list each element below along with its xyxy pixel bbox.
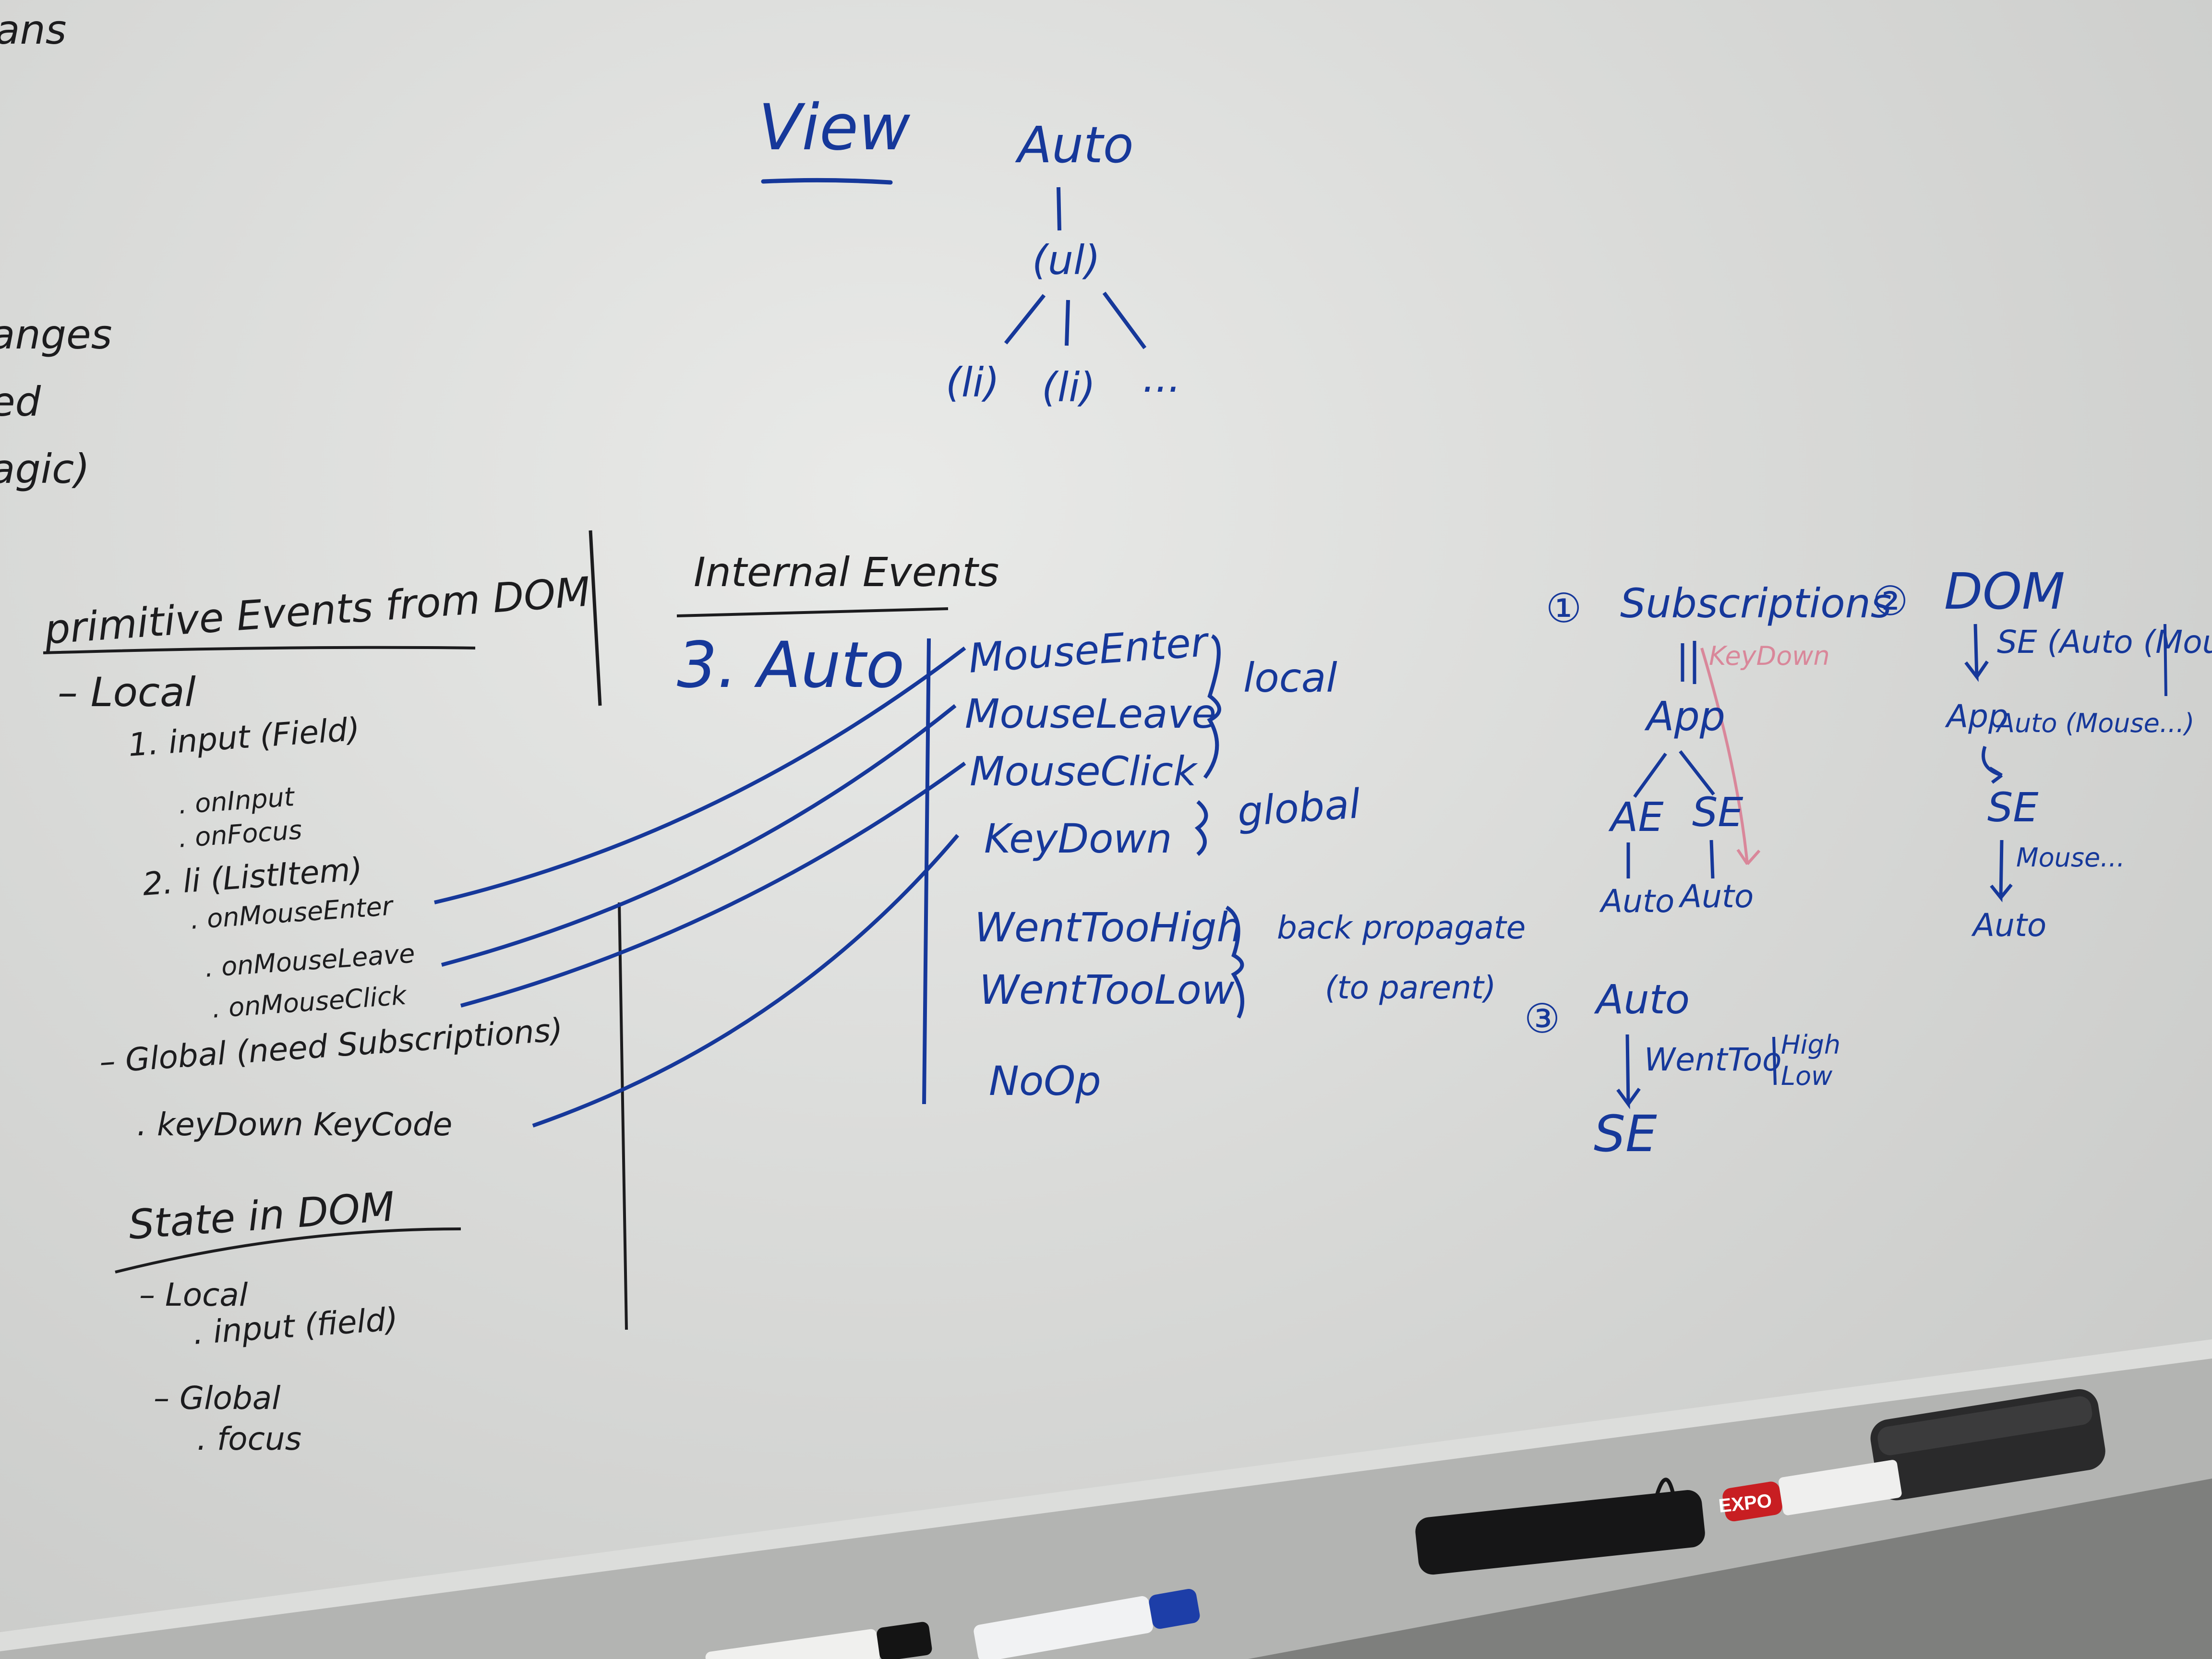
subs-ae: AE	[1611, 793, 1664, 841]
se-line	[1709, 840, 1715, 879]
app-right	[1679, 750, 1715, 796]
subs-heading: Subscriptions	[1620, 580, 1892, 627]
primitive-local: – Local	[58, 669, 196, 716]
dom-se-auto: SE (Auto (Mouse	[1997, 624, 2212, 661]
event-went-too-low: WentTooLow	[979, 966, 1235, 1013]
edge-text-2: anges	[0, 311, 112, 358]
dom-arrow-2	[1982, 745, 2003, 784]
pouch-string	[1654, 1478, 1675, 1499]
subs-auto-right: Auto	[1680, 878, 1754, 915]
tree-root: Auto	[1018, 116, 1134, 174]
event-mouse-leave: MouseLeave	[965, 690, 1216, 737]
dom-number: ②	[1872, 577, 1909, 625]
internal-heading: Internal Events	[694, 549, 999, 596]
third-went-too: WentToo	[1644, 1041, 1782, 1078]
state-focus: . focus	[197, 1420, 302, 1457]
state-local: – Local	[139, 1276, 248, 1313]
tree-line-left	[1004, 294, 1046, 345]
subs-pink-arrow	[1700, 648, 1761, 865]
third-divider	[1772, 1036, 1777, 1085]
tree-leaf-2: (li)	[1042, 364, 1096, 411]
subs-app: App	[1647, 693, 1726, 740]
tree-line-mid	[1065, 300, 1070, 346]
subs-keydown: KeyDown	[1709, 641, 1830, 671]
primitive-keydown: . keyDown KeyCode	[137, 1106, 453, 1143]
tree-child: (ul)	[1032, 237, 1101, 284]
link-click	[460, 761, 966, 1008]
tray-lip	[0, 1339, 2212, 1651]
edge-text-3: ed	[0, 378, 41, 425]
event-no-op: NoOp	[989, 1058, 1101, 1105]
dom-arrow-1	[1964, 624, 1989, 682]
tree-line-root	[1057, 187, 1061, 231]
third-arrow	[1616, 1034, 1641, 1109]
third-high: High	[1781, 1030, 1841, 1060]
dom-heading: DOM	[1944, 562, 2065, 621]
dom-auto-mouse: Auto (Mouse...)	[1997, 708, 2195, 738]
tree-leaf-1: (li)	[946, 359, 1000, 406]
subs-number: ①	[1546, 585, 1582, 632]
local-label: local	[1243, 654, 1337, 701]
black-pouch	[1415, 1490, 1705, 1575]
view-heading: View	[758, 91, 911, 165]
link-keydown	[532, 834, 960, 1128]
dom-app: App	[1947, 698, 2008, 735]
edge-text-1: ans	[0, 6, 67, 53]
third-number: ③	[1524, 995, 1561, 1042]
dom-auto: Auto	[1973, 907, 2047, 944]
app-left	[1633, 752, 1667, 798]
eraser	[1870, 1389, 2105, 1501]
third-auto: Auto	[1596, 976, 1690, 1023]
brace-local	[1203, 634, 1221, 779]
tree-leaf-3: ...	[1142, 354, 1181, 401]
global-label: global	[1236, 780, 1362, 836]
brace-global	[1194, 800, 1208, 856]
edge-text-4: agic)	[0, 445, 90, 493]
event-went-too-high: WentTooHigh	[974, 904, 1242, 951]
link-enter	[434, 646, 966, 904]
dom-arrow-3	[1990, 840, 2013, 902]
divider-lower	[618, 902, 628, 1330]
dom-se: SE	[1987, 784, 2039, 831]
wall-below-board	[1248, 1479, 2212, 1659]
subs-se: SE	[1692, 789, 1743, 836]
link-leave	[441, 704, 957, 967]
red-marker	[1722, 1460, 1902, 1522]
blue-marker	[974, 1588, 1200, 1659]
internal-auto: 3. Auto	[677, 628, 905, 702]
back-propagate-label: back propagate	[1277, 909, 1526, 946]
third-low: Low	[1781, 1061, 1833, 1091]
state-global: – Global	[154, 1380, 281, 1417]
dom-mouse: Mouse...	[2016, 842, 2125, 873]
third-se: SE	[1594, 1105, 1657, 1163]
to-parent-label: (to parent)	[1325, 969, 1496, 1006]
primitive-on-input: . onInput	[177, 781, 295, 820]
view-underline	[761, 178, 893, 185]
event-key-down: KeyDown	[984, 815, 1172, 862]
divider-upper	[589, 530, 602, 706]
internal-underline	[676, 607, 949, 617]
tree-line-right	[1102, 291, 1147, 349]
event-mouse-click: MouseClick	[970, 748, 1197, 795]
black-marker	[705, 1622, 932, 1659]
primitive-underline	[43, 646, 476, 654]
dom-divider	[2164, 624, 2167, 697]
subs-auto-left: Auto	[1601, 883, 1675, 920]
state-underline	[115, 1227, 461, 1274]
brace-back	[1225, 905, 1244, 1019]
